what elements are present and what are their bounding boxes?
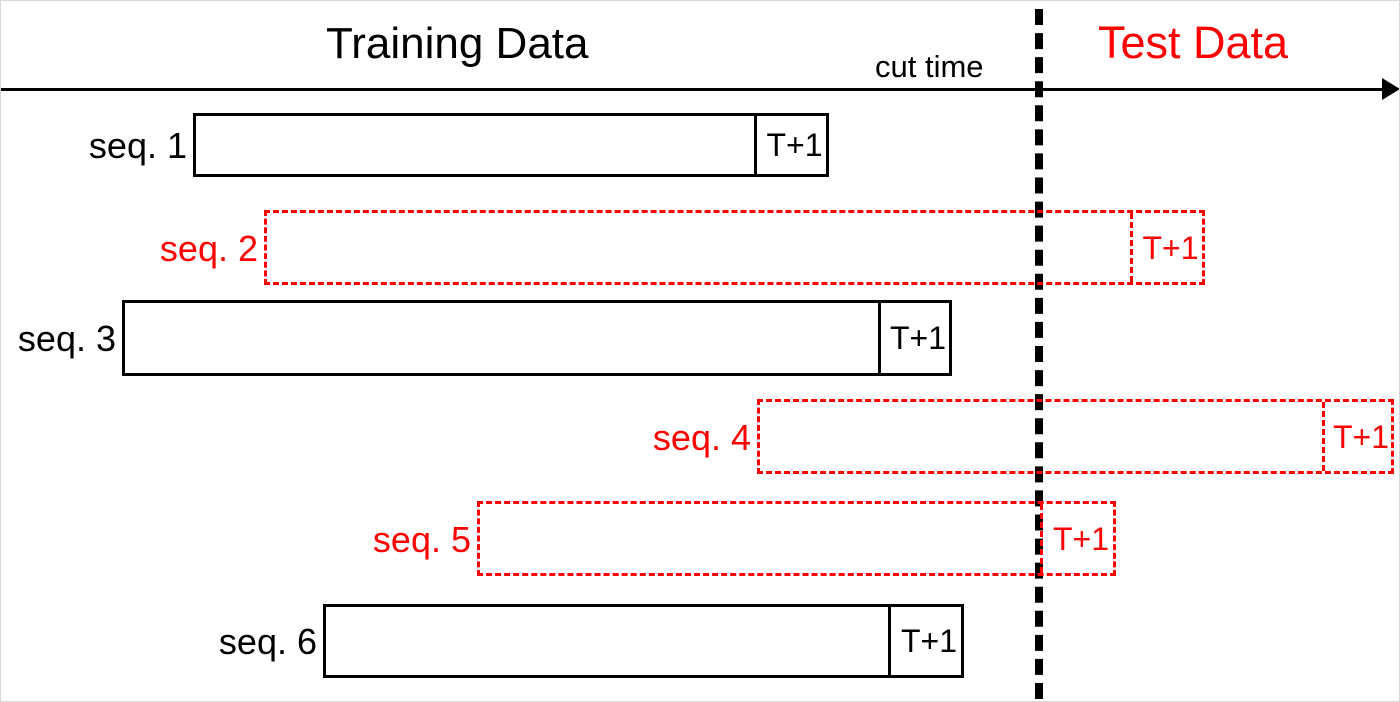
sequence-box-3[interactable]: T+1 — [122, 300, 952, 376]
sequence-label-2: seq. 2 — [159, 227, 258, 269]
sequence-divider-4 — [1322, 402, 1325, 471]
sequence-target-label-5: T+1 — [1053, 520, 1110, 557]
cut-time-label: cut time — [875, 49, 984, 84]
sequence-divider-6 — [888, 607, 891, 675]
sequence-label-3: seq. 3 — [17, 318, 116, 359]
sequence-box-2[interactable]: T+1 — [264, 210, 1205, 285]
sequence-divider-1 — [754, 116, 757, 174]
sequence-box-4[interactable]: T+1 — [757, 399, 1394, 474]
sequence-label-1: seq. 1 — [88, 125, 187, 166]
sequence-target-label-1: T+1 — [766, 127, 823, 163]
sequence-divider-2 — [1130, 213, 1133, 282]
sequence-label-6: seq. 6 — [218, 621, 317, 662]
sequence-label-5: seq. 5 — [372, 518, 471, 560]
sequence-label-4: seq. 4 — [652, 416, 751, 458]
sequence-target-label-6: T+1 — [901, 623, 958, 659]
sequence-target-label-3: T+1 — [890, 320, 947, 356]
sequence-target-label-2: T+1 — [1142, 229, 1199, 266]
time-axis-arrow-icon — [1382, 78, 1399, 100]
sequence-box-5[interactable]: T+1 — [477, 501, 1116, 576]
sequence-box-1[interactable]: T+1 — [193, 113, 829, 177]
sequence-box-6[interactable]: T+1 — [323, 604, 964, 678]
sequence-divider-5 — [1040, 504, 1043, 573]
sequence-divider-3 — [878, 303, 881, 373]
cut-time-line — [1035, 9, 1043, 699]
sequence-target-label-4: T+1 — [1333, 418, 1390, 455]
training-data-title: Training Data — [326, 19, 589, 68]
time-axis-line — [1, 88, 1391, 91]
test-data-title: Test Data — [1098, 17, 1289, 68]
